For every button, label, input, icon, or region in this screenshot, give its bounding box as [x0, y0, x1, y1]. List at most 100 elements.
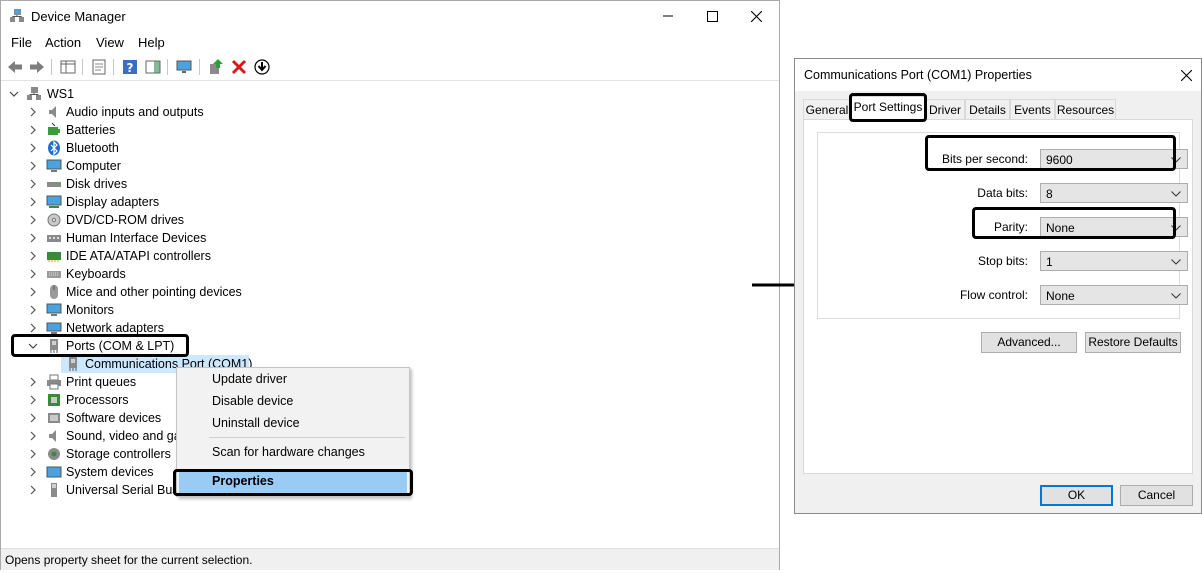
chevron-right-icon[interactable]	[28, 449, 38, 459]
menu-view[interactable]: View	[96, 35, 124, 50]
chevron-right-icon[interactable]	[28, 395, 38, 405]
usb-icon	[51, 483, 57, 497]
stop-bits-label: Stop bits:	[977, 254, 1028, 268]
bits-per-second-value: 9600	[1046, 153, 1073, 167]
tree-category-label: Software devices	[66, 411, 162, 425]
parity-value: None	[1046, 221, 1075, 235]
flow-control-row: Flow control:	[818, 285, 1028, 305]
properties-icon[interactable]	[90, 58, 108, 76]
help-icon[interactable]: ?	[121, 58, 139, 76]
bluetooth-icon	[48, 140, 60, 156]
tab-events[interactable]: Events	[1010, 99, 1055, 119]
chevron-right-icon[interactable]	[28, 125, 38, 135]
title-bar: Device Manager	[1, 1, 779, 32]
chevron-right-icon[interactable]	[28, 233, 38, 243]
flow-control-value: None	[1046, 289, 1075, 303]
download-icon[interactable]	[253, 58, 271, 76]
computer-network-icon	[27, 87, 41, 100]
chevron-down-icon[interactable]	[28, 341, 38, 351]
tab-driver[interactable]: Driver	[925, 99, 965, 119]
chevron-right-icon[interactable]	[28, 377, 38, 387]
update-driver-icon[interactable]	[207, 58, 225, 76]
chevron-right-icon[interactable]	[28, 143, 38, 153]
bits-per-second-label: Bits per second:	[941, 152, 1028, 166]
chevron-right-icon[interactable]	[28, 215, 38, 225]
tree-category-label: Batteries	[66, 123, 116, 137]
stop-bits-select[interactable]: 1	[1040, 251, 1188, 271]
parity-label: Parity:	[993, 220, 1028, 234]
menu-bar: File Action View Help	[1, 32, 779, 52]
tree-category-label: Computer	[66, 159, 121, 173]
tab-resources[interactable]: Resources	[1055, 99, 1116, 119]
bits-per-second-select[interactable]: 9600	[1040, 149, 1188, 169]
chevron-right-icon[interactable]	[28, 269, 38, 279]
tree-category-label: Monitors	[66, 303, 114, 317]
forward-icon[interactable]	[28, 58, 46, 76]
chevron-right-icon[interactable]	[28, 413, 38, 423]
minimize-icon	[663, 15, 673, 17]
tree-category-label: Human Interface Devices	[66, 231, 207, 245]
chevron-right-icon[interactable]	[28, 161, 38, 171]
close-button[interactable]	[733, 1, 779, 31]
menu-help[interactable]: Help	[138, 35, 165, 50]
storage-controller-icon	[48, 448, 60, 460]
chevron-right-icon[interactable]	[28, 197, 38, 207]
tab-panel-port-settings: Bits per second: 9600 Data bits: 8 Parit…	[803, 119, 1193, 474]
ide-controller-icon	[47, 252, 61, 262]
flow-control-label: Flow control:	[959, 288, 1028, 302]
monitor-icon[interactable]	[175, 58, 193, 76]
toolbar: ?	[1, 54, 779, 81]
data-bits-row: Data bits:	[818, 183, 1028, 203]
chevron-right-icon[interactable]	[28, 467, 38, 477]
tree-category-label: System devices	[66, 465, 154, 479]
ok-button[interactable]: OK	[1040, 485, 1113, 506]
tab-general[interactable]: General	[803, 99, 851, 119]
menu-item-scan-hardware[interactable]: Scan for hardware changes	[212, 445, 365, 459]
chevron-right-icon[interactable]	[28, 107, 38, 117]
dvd-icon	[47, 213, 61, 227]
callout-box-port-settings-tab	[849, 93, 927, 122]
software-device-icon	[48, 413, 60, 423]
chevron-down-icon[interactable]	[9, 89, 19, 99]
chevron-right-icon[interactable]	[28, 485, 38, 495]
show-hide-console-tree-icon[interactable]	[59, 58, 77, 76]
tree-root-label: WS1	[47, 87, 75, 101]
tree-category-label: Storage controllers	[66, 447, 171, 461]
tree-category-label: Audio inputs and outputs	[66, 105, 204, 119]
action-pane-icon[interactable]	[144, 58, 162, 76]
chevron-right-icon[interactable]	[28, 305, 38, 315]
tab-details[interactable]: Details	[965, 99, 1010, 119]
back-icon[interactable]	[6, 58, 24, 76]
uninstall-icon[interactable]	[230, 58, 248, 76]
advanced-button[interactable]: Advanced...	[981, 332, 1077, 353]
svg-text:?: ?	[127, 61, 134, 75]
callout-box-parity	[972, 207, 1176, 239]
monitor-icon	[46, 303, 62, 316]
chevron-right-icon[interactable]	[28, 251, 38, 261]
close-icon[interactable]	[1181, 70, 1192, 81]
restore-defaults-button[interactable]: Restore Defaults	[1085, 332, 1181, 353]
menu-item-uninstall-device[interactable]: Uninstall device	[212, 416, 300, 430]
display-adapter-icon	[46, 195, 62, 208]
maximize-button[interactable]	[689, 1, 735, 31]
toolbar-separator	[199, 59, 200, 75]
menu-action[interactable]: Action	[45, 35, 82, 50]
chevron-right-icon[interactable]	[28, 431, 38, 441]
processor-icon	[48, 394, 60, 406]
cancel-button[interactable]: Cancel	[1120, 485, 1193, 506]
settings-group: Bits per second: 9600 Data bits: 8 Parit…	[817, 132, 1188, 319]
menu-item-disable-device[interactable]: Disable device	[212, 394, 294, 408]
tab-port-settings[interactable]: Port Settings	[851, 96, 925, 120]
minimize-button[interactable]	[645, 1, 691, 31]
menu-item-properties[interactable]: Properties	[212, 474, 274, 488]
chevron-right-icon[interactable]	[28, 179, 38, 189]
tree-category-label: Ports (COM & LPT)	[66, 339, 175, 353]
menu-file[interactable]: File	[11, 35, 32, 50]
data-bits-select[interactable]: 8	[1040, 183, 1188, 203]
chevron-right-icon[interactable]	[28, 287, 38, 297]
network-adapter-icon	[46, 322, 62, 334]
flow-control-select[interactable]: None	[1040, 285, 1188, 305]
chevron-right-icon[interactable]	[28, 323, 38, 333]
tree-category-label: Print queues	[66, 375, 137, 389]
menu-item-update-driver[interactable]: Update driver	[212, 372, 288, 386]
